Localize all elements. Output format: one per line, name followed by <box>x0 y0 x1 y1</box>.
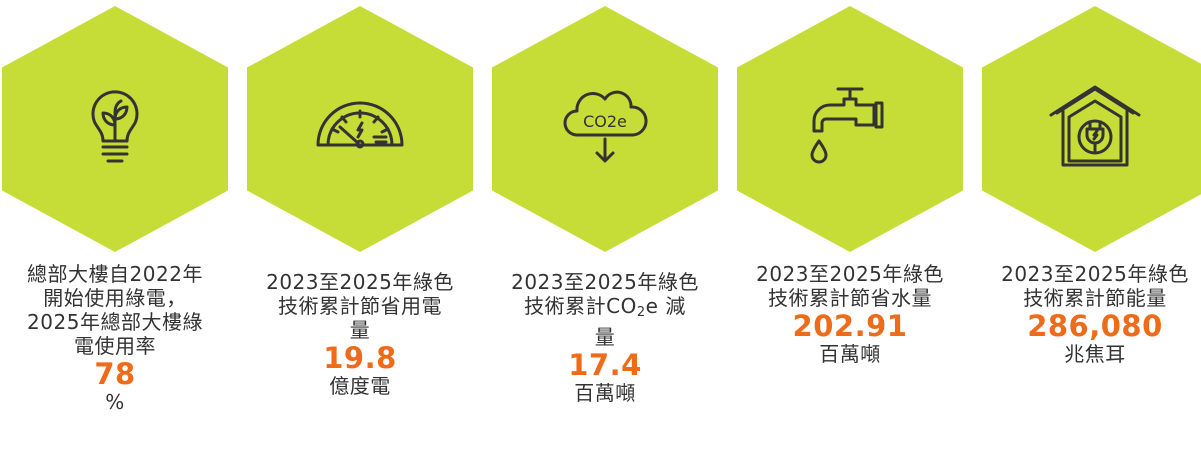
metric-unit: 百萬噸 <box>574 381 636 405</box>
co2e-icon-label: CO2e <box>583 112 627 131</box>
house-energy-plug-icon <box>1049 85 1141 167</box>
desc-line: 技術累計CO2e 減 <box>490 294 720 325</box>
desc-line: 2023至2025年綠色 <box>266 270 454 294</box>
hexagon <box>982 6 1201 252</box>
co2e-cloud-icon: CO2e <box>563 90 648 163</box>
metric-value: 286,080 <box>1027 309 1163 343</box>
card-description: 2023至2025年綠色 技術累計節能量 286,080 兆焦耳 <box>980 262 1201 366</box>
hexagon <box>2 6 228 252</box>
desc-line: 總部大樓自2022年 <box>27 262 203 286</box>
card-co2e-reduction: CO2e 2023至2025年綠色 技術累計CO2e 減 量 17.4 百萬噸 <box>490 0 720 455</box>
speedometer-gauge-icon <box>316 101 404 149</box>
desc-text: e 減 <box>645 294 686 318</box>
desc-line: 電使用率 <box>74 334 156 358</box>
desc-line: 量 <box>594 325 616 349</box>
lightbulb-plant-icon <box>91 90 139 163</box>
hexagon: CO2e <box>492 6 718 252</box>
metric-value: 17.4 <box>568 348 642 382</box>
desc-line: 2023至2025年綠色 <box>511 270 699 294</box>
desc-line: 2025年總部大樓綠 <box>27 310 203 334</box>
metric-unit: 兆焦耳 <box>1064 342 1126 366</box>
metric-value: 19.8 <box>323 341 397 375</box>
subscript: 2 <box>636 305 646 320</box>
desc-line: 2023至2025年綠色 <box>1001 262 1189 286</box>
card-power-saving: 2023至2025年綠色 技術累計節省用電 量 19.8 億度電 <box>245 0 475 455</box>
card-water-saving: 2023至2025年綠色 技術累計節省水量 202.91 百萬噸 <box>735 0 965 455</box>
desc-line: 技術累計節省用電 <box>278 294 442 318</box>
water-faucet-icon <box>810 87 884 164</box>
desc-line: 量 <box>349 318 371 342</box>
desc-line: 2023至2025年綠色 <box>756 262 944 286</box>
desc-line: 技術累計節省水量 <box>768 286 932 310</box>
desc-line: 開始使用綠電， <box>43 286 187 310</box>
card-description: 2023至2025年綠色 技術累計節省用電 量 19.8 億度電 <box>245 270 475 398</box>
card-description: 2023至2025年綠色 技術累計CO2e 減 量 17.4 百萬噸 <box>490 270 720 405</box>
card-green-electricity: 總部大樓自2022年 開始使用綠電， 2025年總部大樓綠 電使用率 78 % <box>0 0 230 455</box>
metric-value: 202.91 <box>792 309 908 343</box>
card-description: 2023至2025年綠色 技術累計節省水量 202.91 百萬噸 <box>735 262 965 366</box>
hexagon <box>737 6 963 252</box>
card-description: 總部大樓自2022年 開始使用綠電， 2025年總部大樓綠 電使用率 78 % <box>0 262 230 414</box>
desc-line: 技術累計節能量 <box>1023 286 1167 310</box>
hexagon <box>247 6 473 252</box>
metric-unit: % <box>105 390 125 414</box>
metric-unit: 億度電 <box>329 374 391 398</box>
metric-unit: 百萬噸 <box>819 342 881 366</box>
desc-text: 技術累計CO <box>524 294 637 318</box>
card-energy-saving: 2023至2025年綠色 技術累計節能量 286,080 兆焦耳 <box>980 0 1201 455</box>
metric-value: 78 <box>94 357 136 391</box>
